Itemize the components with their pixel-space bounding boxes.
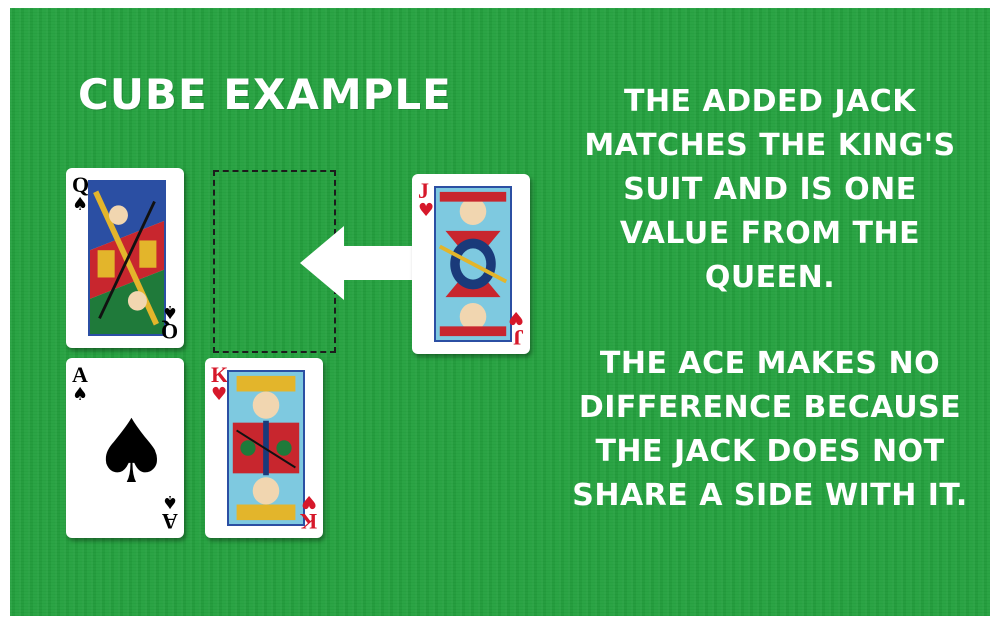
heading: CUBE EXAMPLE	[78, 70, 452, 119]
card-rank-bottom: K	[300, 510, 317, 532]
king-face-art	[227, 370, 305, 526]
spade-icon: ♠	[72, 386, 88, 404]
explanation-paragraph-2: THE ACE MAKES NO DIFFERENCE BECAUSE THE …	[572, 342, 968, 518]
card-rank-top: K	[211, 364, 228, 386]
spade-icon: ♠	[72, 196, 88, 214]
queen-face-art	[88, 180, 166, 336]
card-queen-of-spades[interactable]: Q ♠ Q ♠	[66, 168, 184, 348]
card-rank-top: J	[418, 180, 429, 202]
card-rank-bottom: Q	[161, 320, 178, 342]
card-jack-of-hearts[interactable]: J ♥ J ♥	[412, 174, 530, 354]
card-rank-bottom: J	[513, 326, 524, 348]
left-arrow-icon	[300, 226, 412, 300]
jack-face-art	[434, 186, 512, 342]
card-rank-top: A	[72, 364, 88, 386]
game-table-felt: CUBE EXAMPLE Q ♠ Q ♠	[10, 8, 990, 616]
heart-icon: ♥	[211, 386, 227, 404]
heart-icon: ♥	[508, 308, 524, 326]
heart-icon: ♥	[301, 492, 317, 510]
explanation-paragraph-1: THE ADDED JACK MATCHES THE KING'S SUIT A…	[572, 80, 968, 300]
card-rank-top: Q	[72, 174, 89, 196]
card-king-of-hearts[interactable]: K ♥ K ♥	[205, 358, 323, 538]
card-ace-of-spades[interactable]: A ♠ ♠ A ♠	[66, 358, 184, 538]
spade-icon: ♠	[162, 492, 178, 510]
heart-icon: ♥	[418, 202, 434, 220]
large-spade-icon: ♠	[92, 408, 171, 496]
spade-icon: ♠	[162, 302, 178, 320]
card-rank-bottom: A	[162, 510, 178, 532]
